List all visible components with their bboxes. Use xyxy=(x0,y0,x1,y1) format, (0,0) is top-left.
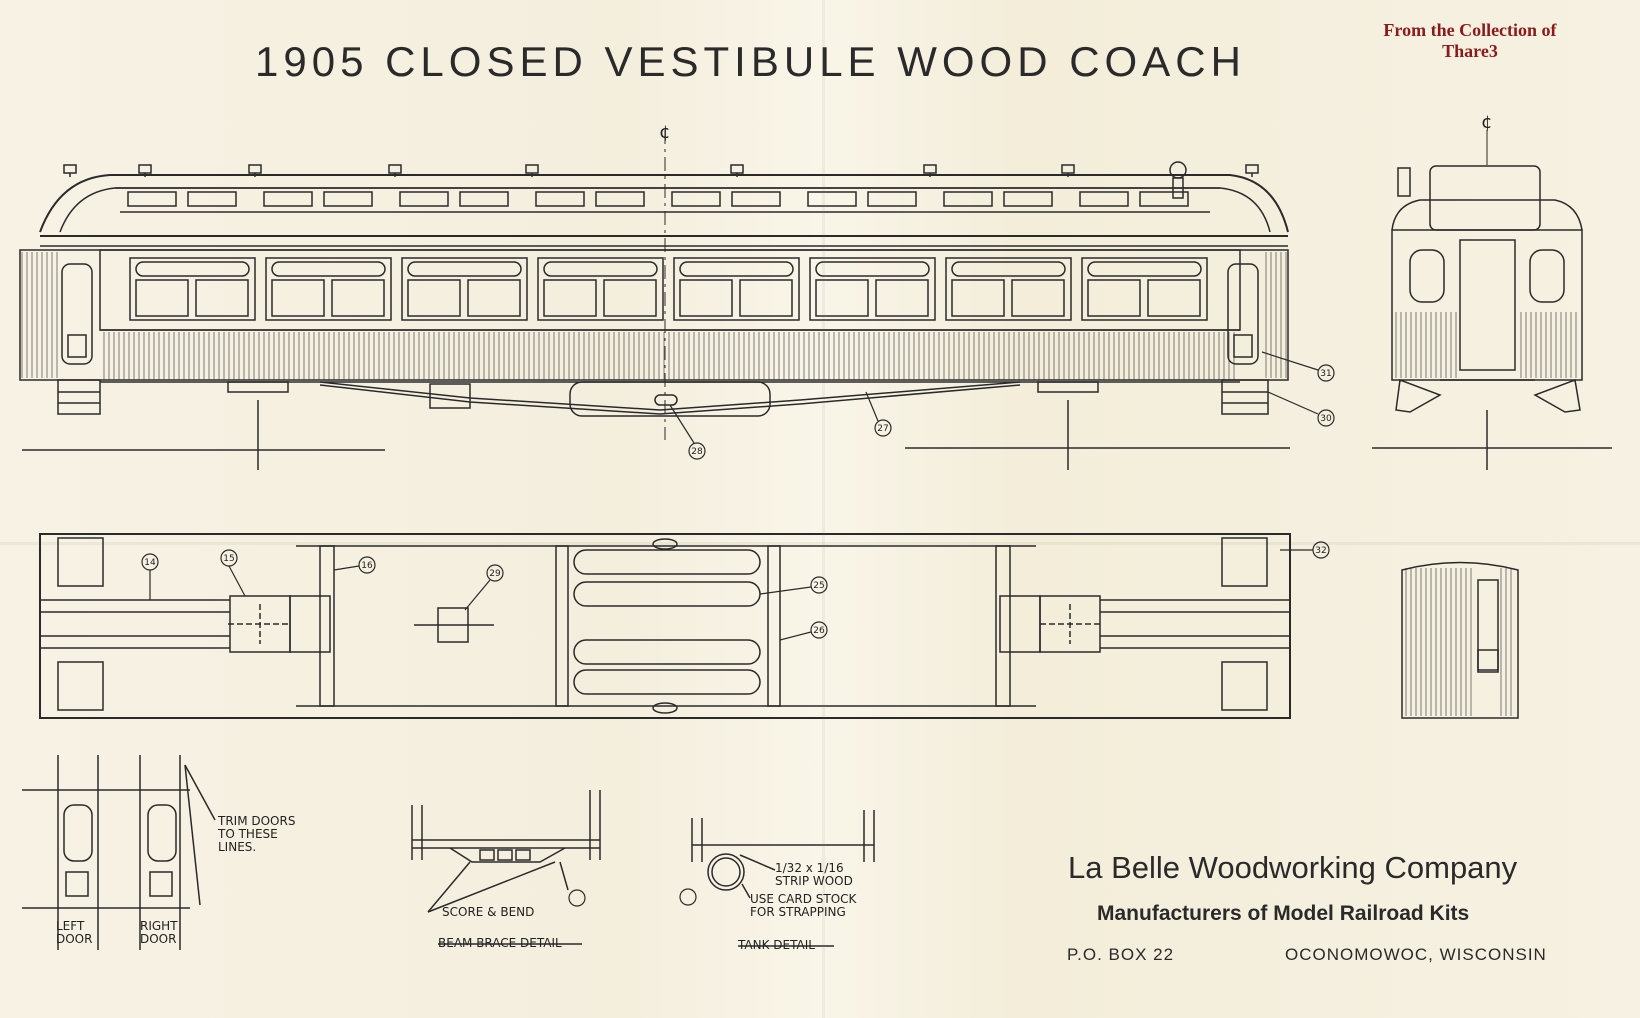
beam-brace-drawing xyxy=(411,790,601,945)
callouts xyxy=(141,351,1335,907)
tank-detail-caption: TANK DETAIL xyxy=(738,938,815,952)
stamp-line-1: From the Collection of xyxy=(1383,20,1557,40)
callout-number: 27 xyxy=(877,424,888,434)
card-stock-note: USE CARD STOCK FOR STRAPPING xyxy=(750,892,857,919)
end-elevation xyxy=(1372,130,1612,470)
callout-number: 16 xyxy=(361,561,373,571)
callout-number: 28 xyxy=(691,447,703,457)
score-bend-label: SCORE & BEND xyxy=(442,905,535,919)
right-door-label: RIGHT DOOR xyxy=(140,919,178,946)
company-tagline: Manufacturers of Model Railroad Kits xyxy=(1097,902,1470,925)
po-box: P.O. BOX 22 xyxy=(1067,945,1175,964)
callout-number: 14 xyxy=(144,558,156,568)
collection-stamp: From the Collection of Thare3 xyxy=(1355,20,1585,62)
trim-doors-note: TRIM DOORS TO THESE LINES. xyxy=(218,814,296,854)
callout-number: 30 xyxy=(1320,414,1332,424)
callout-number: 15 xyxy=(223,554,234,564)
company-city: OCONOMOWOC, WISCONSIN xyxy=(1285,945,1547,964)
drawing-title: 1905 CLOSED VESTIBULE WOOD COACH xyxy=(255,38,1246,85)
callout-number: 31 xyxy=(1320,369,1331,379)
beam-brace-caption: BEAM BRACE DETAIL xyxy=(438,936,562,950)
callout-number: 32 xyxy=(1315,546,1326,556)
left-door-label: LEFT DOOR xyxy=(56,919,93,946)
callout-number: 25 xyxy=(813,581,824,591)
centerline-mark: ¢ xyxy=(659,122,671,143)
strip-wood-note: 1/32 x 1/16 STRIP WOOD xyxy=(775,861,853,888)
centerline-mark-end: ¢ xyxy=(1481,112,1493,133)
callout-number: 29 xyxy=(489,569,501,579)
company-name: La Belle Woodworking Company xyxy=(1068,850,1518,885)
tank-detail-drawing xyxy=(691,810,875,947)
stamp-line-2: Thare3 xyxy=(1442,41,1498,61)
side-elevation xyxy=(19,130,1290,470)
callout-number: 26 xyxy=(813,626,825,636)
door-detail xyxy=(22,755,216,950)
plan-view xyxy=(39,533,1519,719)
